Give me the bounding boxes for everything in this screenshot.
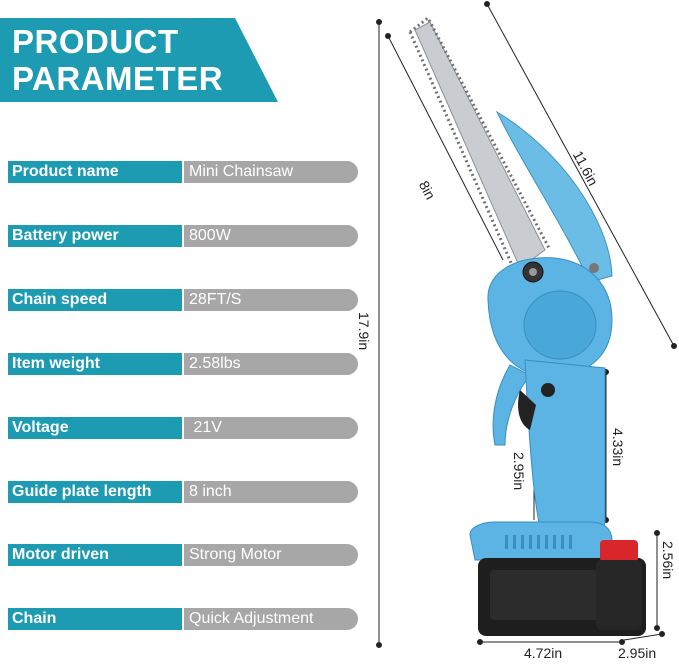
- param-value: Mini Chainsaw: [184, 161, 358, 183]
- dimension-handle-height-right: 4.33in: [610, 428, 626, 467]
- param-value: Strong Motor: [184, 544, 358, 566]
- param-label: Product name: [8, 161, 182, 183]
- param-label: Motor driven: [8, 544, 182, 566]
- param-row-motor-driven: Motor driven Strong Motor: [8, 544, 358, 566]
- param-label: Voltage: [8, 417, 182, 439]
- param-row-voltage: Voltage 21V: [8, 417, 358, 439]
- dimension-handle-height-left: 2.95in: [511, 452, 527, 491]
- dimension-battery-height: 2.56in: [660, 541, 676, 580]
- title-line-1: PRODUCT: [12, 23, 179, 60]
- title-banner: PRODUCT PARAMETER: [0, 18, 278, 102]
- param-value: 28FT/S: [184, 289, 358, 311]
- param-row-product-name: Product name Mini Chainsaw: [8, 161, 358, 183]
- param-value: 21V: [184, 417, 358, 439]
- param-value: Quick Adjustment: [184, 608, 358, 630]
- title-banner-shape: [0, 18, 278, 102]
- param-row-battery-power: Battery power 800W: [8, 225, 358, 247]
- param-value: 2.58lbs: [184, 353, 358, 375]
- dimension-total-height: 17.9in: [356, 312, 372, 351]
- param-label: Battery power: [8, 225, 182, 247]
- param-row-chain: Chain Quick Adjustment: [8, 608, 358, 630]
- chainsaw-product-image: [376, 1, 677, 648]
- param-row-guide-plate-length: Guide plate length 8 inch: [8, 481, 358, 503]
- param-value: 800W: [184, 225, 358, 247]
- param-row-item-weight: Item weight 2.58lbs: [8, 353, 358, 375]
- param-value: 8 inch: [184, 481, 358, 503]
- param-label: Chain: [8, 608, 182, 630]
- param-label: Chain speed: [8, 289, 182, 311]
- param-label: Guide plate length: [8, 481, 182, 503]
- param-row-chain-speed: Chain speed 28FT/S: [8, 289, 358, 311]
- title-line-2: PARAMETER: [12, 60, 224, 97]
- dimension-base-width: 4.72in: [524, 645, 563, 661]
- dimension-battery-depth: 2.95in: [618, 645, 657, 661]
- param-label: Item weight: [8, 353, 182, 375]
